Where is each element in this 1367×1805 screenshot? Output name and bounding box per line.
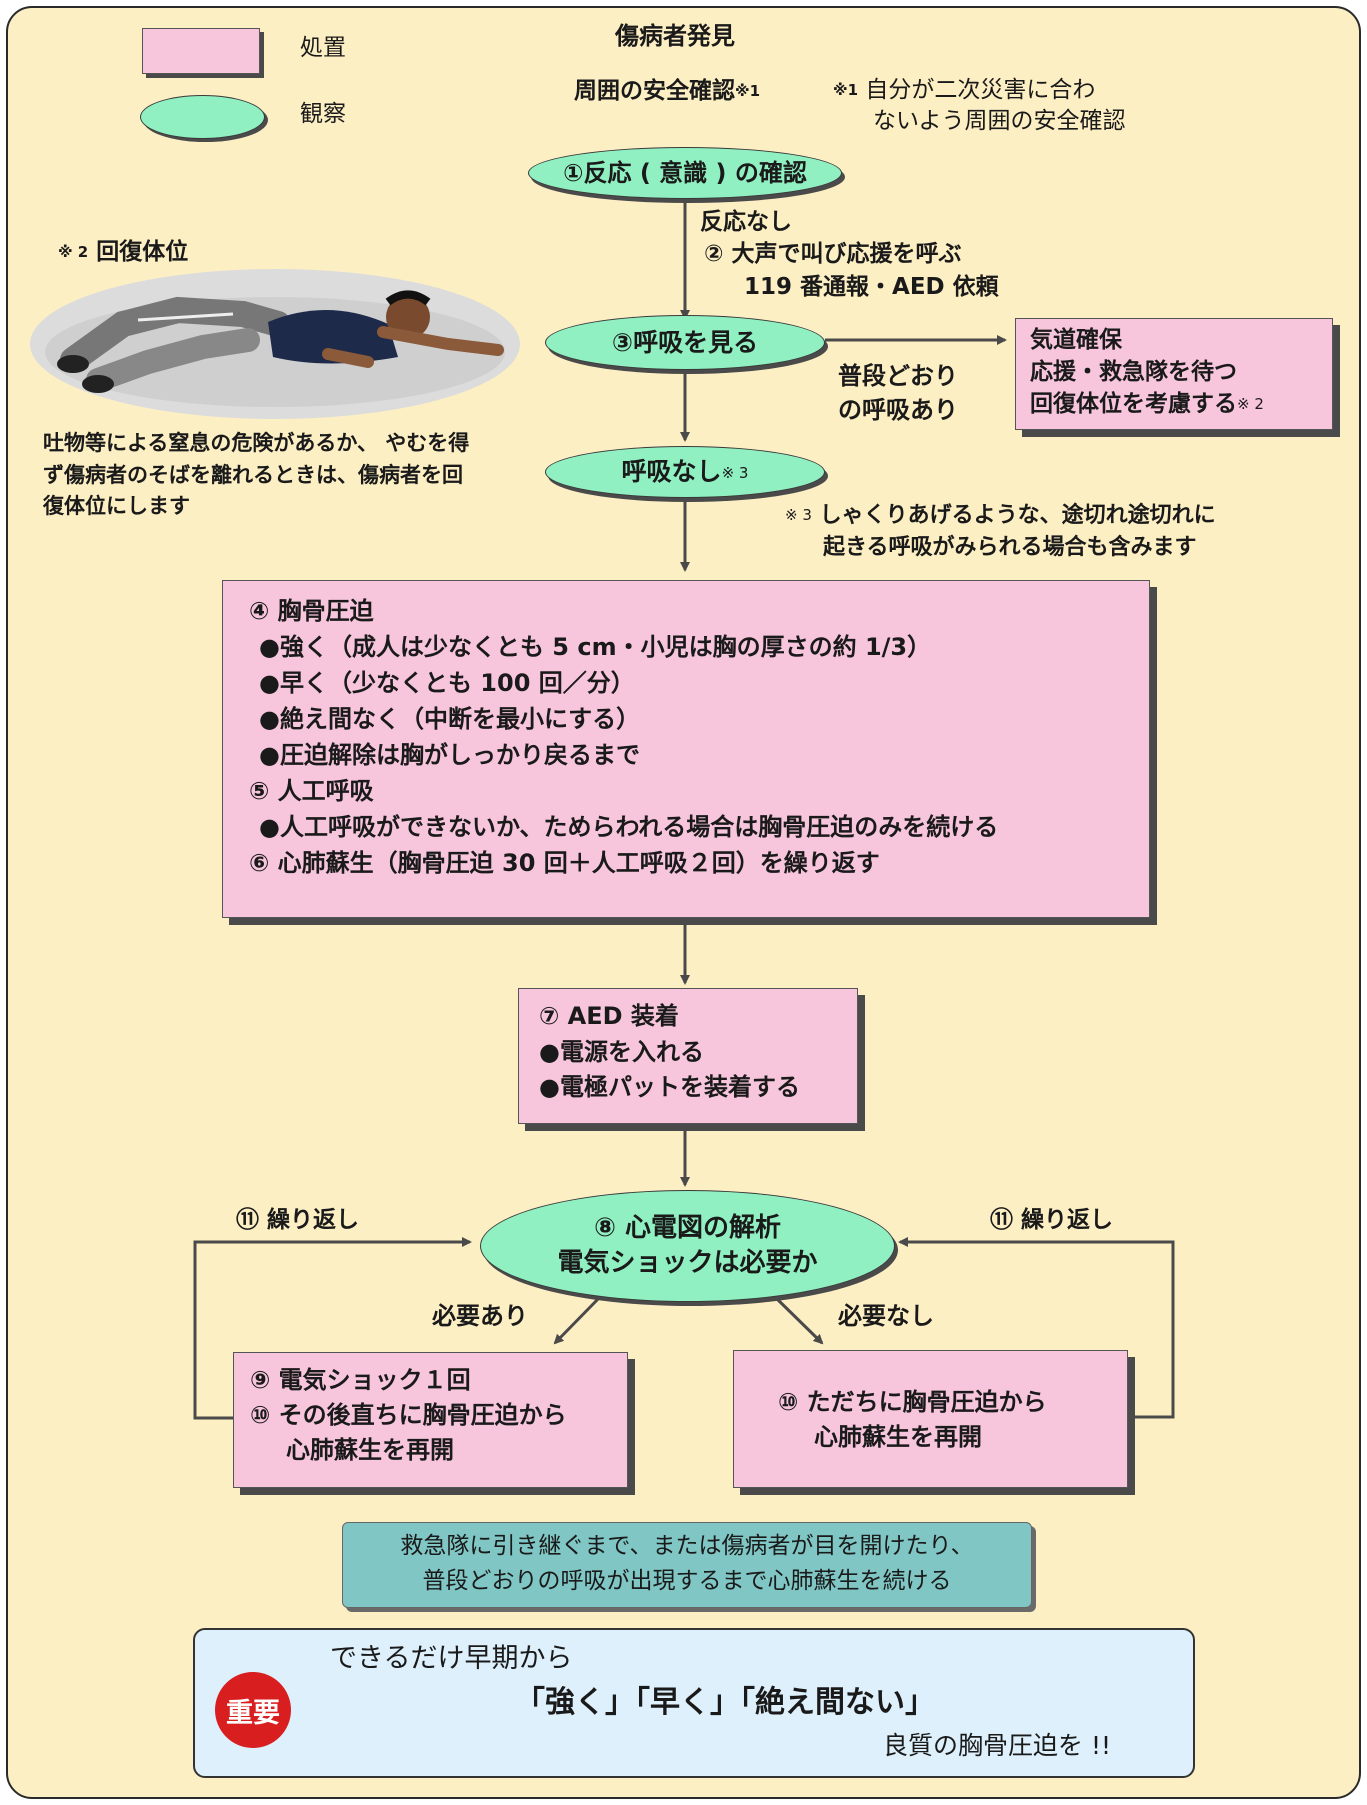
shock-box: ⑨ 電気ショック１回 ⑩ その後直ちに胸骨圧迫から 心肺蘇生を再開 — [233, 1352, 628, 1488]
no-breathing-ellipse: 呼吸なし※ 3 — [545, 446, 825, 498]
check-breathing-ellipse: ③呼吸を見る — [545, 315, 825, 370]
note-3-mark: ※ 3 — [785, 506, 812, 524]
important-badge: 重要 — [215, 1672, 291, 1748]
airway-line-2: 応援・救急隊を待つ — [1030, 359, 1237, 386]
ecg-analysis-line-2: 電気ショックは必要か — [557, 1248, 818, 1278]
safety-check-mark: ※1 — [735, 82, 761, 100]
shock-not-needed-label: 必要なし — [838, 1302, 934, 1330]
shock-line-2: ⑩ その後直ちに胸骨圧迫から — [250, 1400, 567, 1429]
cpr-line-3: ●早く（少なくとも 100 回／分） — [259, 669, 635, 697]
cpr-line-6: ⑤ 人工呼吸 — [249, 777, 374, 805]
normal-breathing-line-1: 普段どおり — [838, 362, 958, 390]
arrow-analysis-to-noshock — [773, 1295, 824, 1345]
aed-line-3: ●電極パットを装着する — [539, 1073, 800, 1102]
call-for-help: ② 大声で叫び応援を呼ぶ 119 番通報・AED 依頼 — [704, 238, 999, 305]
loop-right-repeat — [898, 1237, 1175, 1419]
important-line-2: 「強く」「早く」「絶え間ない」 — [515, 1685, 935, 1720]
airway-box: 気道確保 応援・救急隊を待つ 回復体位を考慮する※ 2 — [1015, 318, 1333, 430]
note-1: ※1 自分が二次災害に合わ ないよう周囲の安全確認 — [833, 75, 1126, 137]
ecg-analysis-ellipse: ⑧ 心電図の解析 電気ショックは必要か — [480, 1190, 895, 1302]
airway-line-3: 回復体位を考慮する — [1030, 391, 1237, 418]
no-shock-line-1: ⑩ ただちに胸骨圧迫から — [778, 1388, 1047, 1416]
recovery-desc-line-1: 吐物等による窒息の危険があるか、 やむを得 — [43, 431, 470, 455]
ecg-analysis-line-1: ⑧ 心電図の解析 — [593, 1212, 782, 1243]
note-1-line-1: 自分が二次災害に合わ — [865, 77, 1096, 103]
legend-observation-swatch — [140, 95, 265, 139]
shock-line-1: ⑨ 電気ショック１回 — [250, 1366, 471, 1394]
cpr-box: ④ 胸骨圧迫 ●強く（成人は少なくとも 5 cm・小児は胸の厚さの約 1/3） … — [222, 580, 1150, 918]
recovery-position-image — [30, 269, 520, 419]
legend-treatment-label: 処置 — [300, 35, 346, 61]
aed-box: ⑦ AED 装着 ●電源を入れる ●電極パットを装着する — [518, 988, 858, 1124]
recovery-position-title: ※ 2 回復体位 — [58, 236, 188, 268]
recovery-title: 回復体位 — [96, 239, 189, 265]
continue-line-2: 普段どおりの呼吸が出現するまで心肺蘇生を続ける — [422, 1567, 952, 1594]
important-badge-label: 重要 — [226, 1697, 280, 1729]
loop-left-repeat — [193, 1237, 472, 1420]
aed-line-1: ⑦ AED 装着 — [539, 1002, 679, 1030]
recovery-desc-line-2: ず傷病者のそばを離れるときは、傷病者を回 — [43, 462, 463, 487]
recovery-description: 吐物等による窒息の危険があるか、 やむを得 ず傷病者のそばを離れるときは、傷病者… — [43, 428, 469, 523]
recovery-mark: ※ 2 — [58, 243, 89, 261]
call-for-help-line-2: 119 番通報・AED 依頼 — [744, 274, 999, 301]
check-response-ellipse: ①反応 ( 意識 ) の確認 — [528, 147, 842, 199]
legend-treatment-swatch — [142, 28, 260, 74]
no-response-label: 反応なし — [700, 209, 792, 235]
check-breathing-label: ③呼吸を見る — [611, 327, 759, 357]
cpr-line-7: ●人工呼吸ができないか、ためらわれる場合は胸骨圧迫のみを続ける — [259, 813, 999, 841]
no-shock-line-2: 心肺蘇生を再開 — [814, 1422, 982, 1451]
note-1-mark: ※1 — [833, 81, 859, 99]
note-3: ※ 3 しゃくりあげるような、途切れ途切れに 起きる呼吸がみられる場合も含みます — [785, 500, 1216, 564]
shock-needed-label: 必要あり — [432, 1302, 528, 1330]
important-line-3: 良質の胸骨圧迫を !! — [883, 1731, 1111, 1760]
important-box: 重要 できるだけ早期から 「強く」「早く」「絶え間ない」 良質の胸骨圧迫を !! — [193, 1628, 1195, 1778]
no-breathing-mark: ※ 3 — [721, 464, 749, 483]
cpr-line-4: ●絶え間なく（中断を最小にする） — [259, 705, 641, 733]
normal-breathing: 普段どおり の呼吸あり — [838, 360, 958, 427]
check-response-label: ①反応 ( 意識 ) の確認 — [563, 158, 807, 187]
continue-cpr-box: 救急隊に引き継ぐまで、または傷病者が目を開けたり、 普段どおりの呼吸が出現するま… — [342, 1522, 1032, 1608]
cpr-line-1: ④ 胸骨圧迫 — [249, 597, 374, 625]
safety-check-label: 周囲の安全確認 — [574, 78, 735, 104]
cpr-line-2: ●強く（成人は少なくとも 5 cm・小児は胸の厚さの約 1/3） — [259, 633, 932, 661]
recovery-desc-line-3: 復体位にします — [43, 494, 190, 518]
airway-mark: ※ 2 — [1237, 395, 1264, 414]
title-casualty-found: 傷病者発見 — [615, 22, 735, 50]
repeat-left-label: ⑪ 繰り返し — [236, 1207, 360, 1233]
important-line-1: できるだけ早期から — [330, 1643, 573, 1674]
cpr-line-5: ●圧迫解除は胸がしっかり戻るまで — [259, 741, 640, 769]
shock-line-3: 心肺蘇生を再開 — [286, 1435, 454, 1464]
airway-line-1: 気道確保 — [1030, 327, 1122, 353]
continue-line-1: 救急隊に引き継ぐまで、または傷病者が目を開けたり、 — [400, 1533, 974, 1559]
normal-breathing-line-2: の呼吸あり — [838, 395, 958, 424]
safety-check: 周囲の安全確認※1 — [574, 75, 760, 107]
aed-line-2: ●電源を入れる — [539, 1037, 704, 1066]
arrow-analysis-to-shock — [553, 1295, 602, 1345]
cpr-line-8: ⑥ 心肺蘇生（胸骨圧迫 30 回＋人工呼吸２回）を繰り返す — [249, 849, 880, 877]
no-breathing-label: 呼吸なし — [621, 457, 722, 487]
repeat-right-label: ⑪ 繰り返し — [990, 1207, 1114, 1233]
call-for-help-line-1: ② 大声で叫び応援を呼ぶ — [704, 241, 962, 267]
note-1-line-2: ないよう周囲の安全確認 — [873, 108, 1126, 135]
note-3-line-2: 起きる呼吸がみられる場合も含みます — [823, 534, 1197, 560]
note-3-line-1: しゃくりあげるような、途切れ途切れに — [819, 503, 1216, 528]
no-shock-box: ⑩ ただちに胸骨圧迫から 心肺蘇生を再開 — [733, 1350, 1128, 1488]
legend-observation-label: 観察 — [300, 101, 346, 127]
